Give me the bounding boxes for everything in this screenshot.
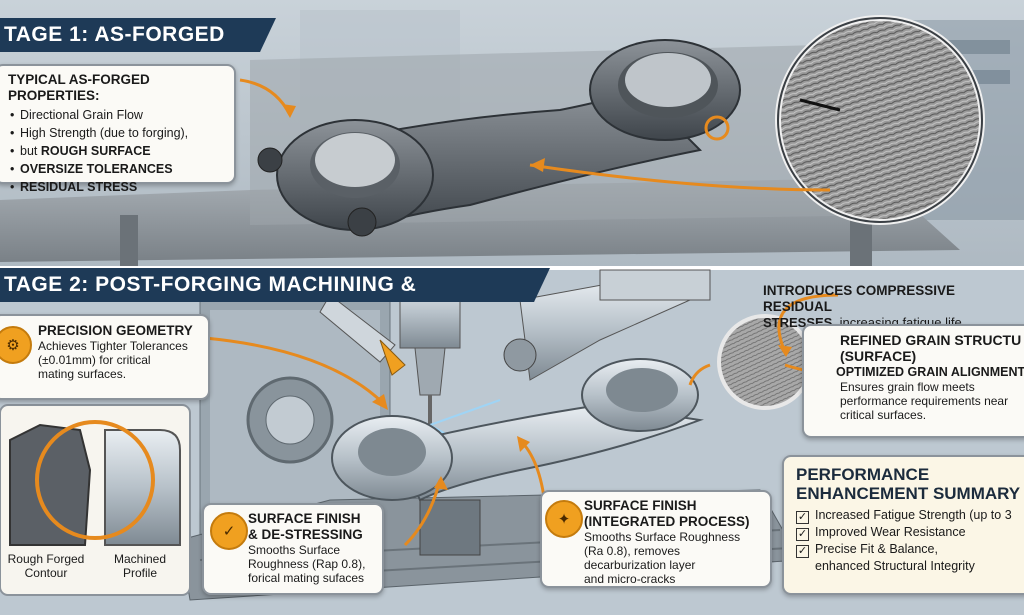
precision-text-1: Achieves Tighter Tolerances [38, 339, 188, 353]
finish2-text-3: decarburization layer [584, 558, 696, 572]
summary-item: ✓Improved Wear Resistance [796, 525, 966, 541]
stage1-banner: TAGE 1: AS-FORGED PART [0, 18, 276, 52]
finish2-text-4: and micro-cracks [584, 572, 676, 586]
summary-heading-2: ENHANCEMENT SUMMARY [796, 484, 1021, 503]
checkbox-icon: ✓ [796, 545, 809, 558]
grain-subheading: OPTIMIZED GRAIN ALIGNMENT [836, 365, 1024, 379]
laser-icon: ✦ [545, 500, 583, 538]
as-forged-list: Directional Grain Flow High Strength (du… [8, 106, 234, 196]
summary-item: ✓Increased Fatigue Strength (up to 3 [796, 508, 1012, 524]
finish1-heading-1: SURFACE FINISH [248, 511, 361, 526]
precision-text-3: mating surfaces. [38, 367, 127, 381]
checkbox-icon: ✓ [796, 528, 809, 541]
summary-heading-1: PERFORMANCE [796, 465, 930, 484]
finish2-heading-2: (INTEGRATED PROCESS) [584, 514, 750, 529]
as-forged-properties-box: TYPICAL AS-FORGED PROPERTIES: Directiona… [0, 64, 236, 196]
compressive-heading-1: INTRODUCES COMPRESSIVE RESIDUAL [763, 283, 956, 314]
grain-text-2: performance requirements near [840, 394, 1009, 408]
property-item: RESIDUAL STRESS [8, 178, 234, 196]
summary-item-continued: enhanced Structural Integrity [815, 559, 975, 573]
checkbox-icon: ✓ [796, 511, 809, 524]
precision-heading: PRECISION GEOMETRY [38, 323, 193, 338]
stage2-banner: TAGE 2: POST-FORGING MACHINING & ENHANCE… [0, 268, 550, 302]
shield-check-icon: ✓ [210, 512, 248, 550]
finish2-heading-1: SURFACE FINISH [584, 498, 697, 513]
grain-text-3: critical surfaces. [840, 408, 927, 422]
as-forged-heading: TYPICAL AS-FORGED PROPERTIES: [8, 72, 150, 103]
grain-heading-1: REFINED GRAIN STRUCTU [840, 332, 1022, 348]
refined-grain-box: REFINED GRAIN STRUCTU (SURFACE) OPTIMIZE… [802, 324, 1024, 438]
finish1-text-3: forical mating sufaces [248, 571, 365, 585]
performance-summary-box: PERFORMANCE ENHANCEMENT SUMMARY ✓Increas… [782, 455, 1024, 595]
precision-text-2: (±0.01mm) for critical [38, 353, 151, 367]
property-item: Directional Grain Flow [8, 106, 234, 124]
grain-heading-2: (SURFACE) [840, 348, 917, 364]
finish1-text-1: Smooths Surface [248, 543, 341, 557]
property-item: OVERSIZE TOLERANCES [8, 160, 234, 178]
finish1-heading-2: & DE-STRESSING [248, 527, 363, 542]
summary-item: ✓Precise Fit & Balance, [796, 542, 938, 558]
finish2-text-2: (Ra 0.8), removes [584, 544, 681, 558]
precision-geometry-box: PRECISION GEOMETRY Achieves Tighter Tole… [0, 314, 210, 400]
summary-list: ✓Increased Fatigue Strength (up to 3 ✓Im… [796, 507, 1024, 575]
finish1-text-2: Roughness (Rap 0.8), [248, 557, 366, 571]
micrometer-icon: ⚙ [0, 326, 32, 364]
grain-text-1: Ensures grain flow meets [840, 380, 975, 394]
property-item: High Strength (due to forging), [8, 124, 234, 142]
property-item: but ROUGH SURFACE [8, 142, 234, 160]
finish2-text-1: Smooths Surface Roughness [584, 530, 741, 544]
